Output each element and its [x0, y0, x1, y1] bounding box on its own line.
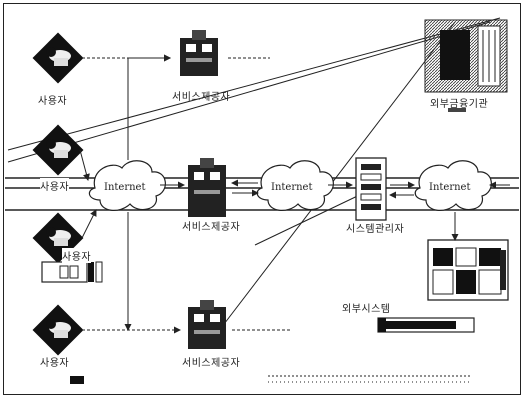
- server-building-bottom-icon: [188, 300, 226, 349]
- user-label-4: 사용자: [40, 354, 69, 369]
- user-label-3: 사용자: [62, 248, 91, 263]
- service-provider-label-mid: 서비스제공자: [182, 218, 240, 233]
- system-manager-label: 시스템관리자: [346, 220, 404, 235]
- decorative-strip: [268, 376, 470, 382]
- svg-text:Internet: Internet: [429, 182, 470, 193]
- user-icon-4: [33, 305, 84, 356]
- external-system-label: 외부시스템: [342, 300, 391, 315]
- internet-cloud-2: Internet: [257, 161, 333, 211]
- external-system-icon: [378, 240, 508, 332]
- terminal-icon: [42, 262, 102, 282]
- small-device-icon: [70, 376, 84, 384]
- internet-cloud-3: Internet: [415, 161, 491, 211]
- user-icon-1: [33, 33, 84, 84]
- financial-institution-label: 외부금융기관: [430, 95, 488, 110]
- service-provider-label-top: 서비스제공자: [172, 88, 230, 103]
- svg-text:Internet: Internet: [104, 182, 145, 193]
- server-rack-icon: [356, 158, 386, 220]
- service-provider-label-bottom: 서비스제공자: [182, 354, 240, 369]
- svg-text:Internet: Internet: [271, 182, 312, 193]
- server-building-top-icon: [180, 30, 218, 76]
- user-label-1: 사용자: [38, 92, 67, 107]
- server-building-mid-icon: [188, 158, 226, 217]
- internet-cloud-1: Internet: [89, 161, 165, 211]
- user-label-2: 사용자: [40, 178, 69, 193]
